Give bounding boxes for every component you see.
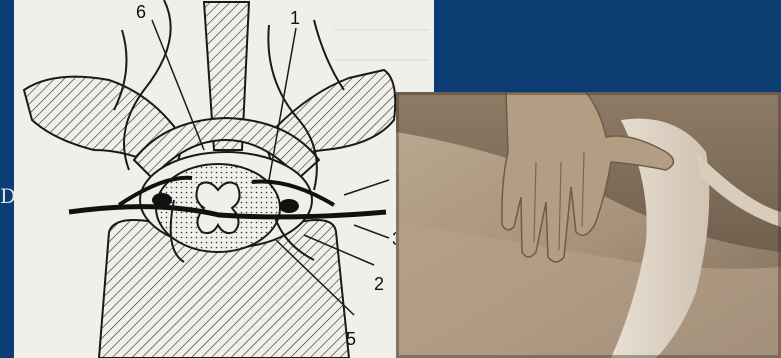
label-6: 6 (136, 2, 146, 22)
label-5: 5 (346, 329, 356, 349)
label-1: 1 (290, 8, 300, 28)
ganglion-right (279, 199, 299, 213)
spinal-cord-grey-matter (196, 182, 239, 233)
label-2: 2 (374, 274, 384, 294)
ganglion-left (152, 193, 172, 207)
abdominal-palpation-photo (396, 92, 781, 358)
spinal-cross-section-diagram: 6 1 2 5 3 (14, 0, 434, 358)
